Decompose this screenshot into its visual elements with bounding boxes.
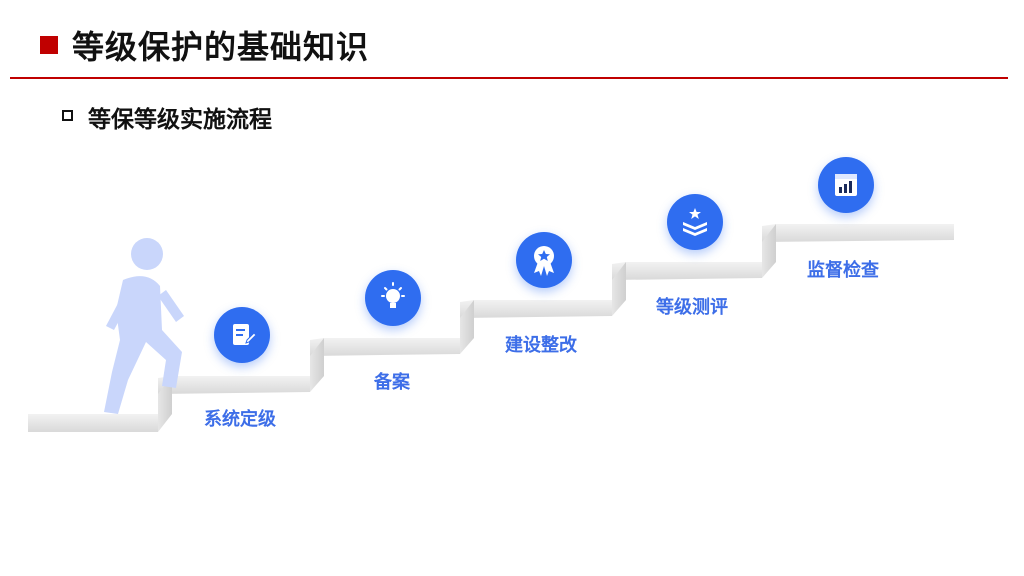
- walking-person-icon: [104, 238, 184, 414]
- hollow-square-bullet-icon: [62, 110, 73, 121]
- step-3-label: 建设整改: [505, 335, 577, 356]
- section-heading-text: 等保等级实施流程: [88, 107, 272, 133]
- award-ribbon-icon: [534, 246, 554, 276]
- bar-chart-icon: [835, 174, 857, 196]
- step-1-label: 系统定级: [204, 409, 276, 430]
- lightbulb-icon: [381, 282, 405, 308]
- step-2-label: 备案: [374, 372, 410, 393]
- title-divider: [10, 77, 1008, 79]
- page-title: 等级保护的基础知识: [72, 28, 370, 66]
- step-3-icon-circle: [516, 232, 572, 288]
- step-4-label: 等级测评: [656, 297, 728, 318]
- step-4-icon-circle: [667, 194, 723, 250]
- step-2-icon-circle: [365, 270, 421, 326]
- step-1-icon-circle: [214, 307, 270, 363]
- step-5-icon-circle: [818, 157, 874, 213]
- layers-star-icon: [683, 208, 707, 236]
- step-5-label: 监督检查: [807, 260, 879, 281]
- document-edit-icon: [233, 324, 257, 345]
- title-marker-icon: [40, 36, 58, 54]
- header: 等级保护的基础知识: [0, 0, 1024, 80]
